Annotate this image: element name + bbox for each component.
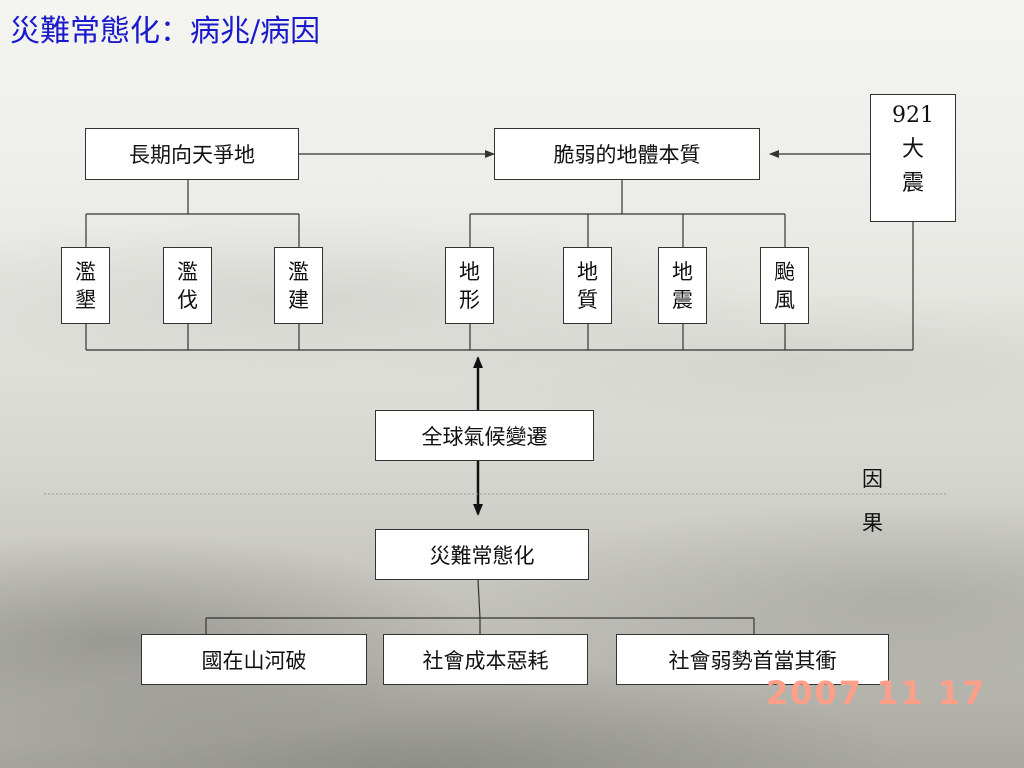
cause-box-typhoon: 颱 風: [760, 247, 809, 324]
cause-box-overbuilding: 濫 建: [274, 247, 323, 324]
consequence-box-land: 國在山河破: [141, 634, 367, 685]
fragile-geology-label: 脆弱的地體本質: [553, 143, 701, 167]
consequence-box-social-cost: 社會成本惡耗: [383, 634, 588, 685]
cause-char: 地: [459, 260, 480, 284]
earthquake-921-char: 大: [901, 137, 924, 162]
cause-char: 濫: [75, 260, 96, 284]
cause-char: 風: [774, 288, 795, 312]
date-stamp: 2007 11 17: [766, 674, 987, 712]
cause-box-topography: 地 形: [445, 247, 494, 324]
land-use-label: 長期向天爭地: [129, 143, 255, 167]
result-box: 災難常態化: [375, 529, 589, 580]
fragile-geology-box: 脆弱的地體本質: [494, 128, 760, 180]
slide-title: 災難常態化：病兆/病因: [10, 14, 321, 49]
consequence-label: 社會成本惡耗: [422, 648, 549, 673]
consequence-box-vulnerable: 社會弱勢首當其衝: [616, 634, 889, 685]
cause-char: 建: [288, 288, 309, 312]
cause-char: 墾: [75, 288, 96, 312]
climate-change-box: 全球氣候變遷: [375, 410, 594, 461]
climate-change-label: 全球氣候變遷: [421, 424, 548, 449]
cause-char: 形: [459, 288, 480, 312]
consequence-label: 國在山河破: [201, 648, 307, 673]
cause-char: 地: [577, 260, 598, 284]
cause-label: 因: [862, 467, 883, 491]
earthquake-921-char: 震: [901, 171, 924, 196]
cause-box-overcultivation: 濫 墾: [61, 247, 110, 324]
cause-char: 質: [577, 288, 598, 312]
result-label: 災難常態化: [429, 543, 535, 568]
effect-label: 果: [862, 511, 883, 535]
cause-box-geology: 地 質: [563, 247, 612, 324]
earthquake-921-box: 921 大 震: [870, 94, 956, 222]
cause-char: 颱: [774, 260, 795, 284]
cause-char: 震: [672, 288, 693, 312]
cause-char: 伐: [177, 288, 198, 312]
cause-char: 地: [672, 260, 693, 284]
cause-box-earthquake: 地 震: [658, 247, 707, 324]
land-use-box: 長期向天爭地: [85, 128, 299, 180]
cause-char: 濫: [288, 260, 309, 284]
cause-char: 濫: [177, 260, 198, 284]
cause-box-overlogging: 濫 伐: [163, 247, 212, 324]
consequence-label: 社會弱勢首當其衝: [668, 648, 837, 673]
earthquake-921-number: 921: [892, 103, 934, 128]
